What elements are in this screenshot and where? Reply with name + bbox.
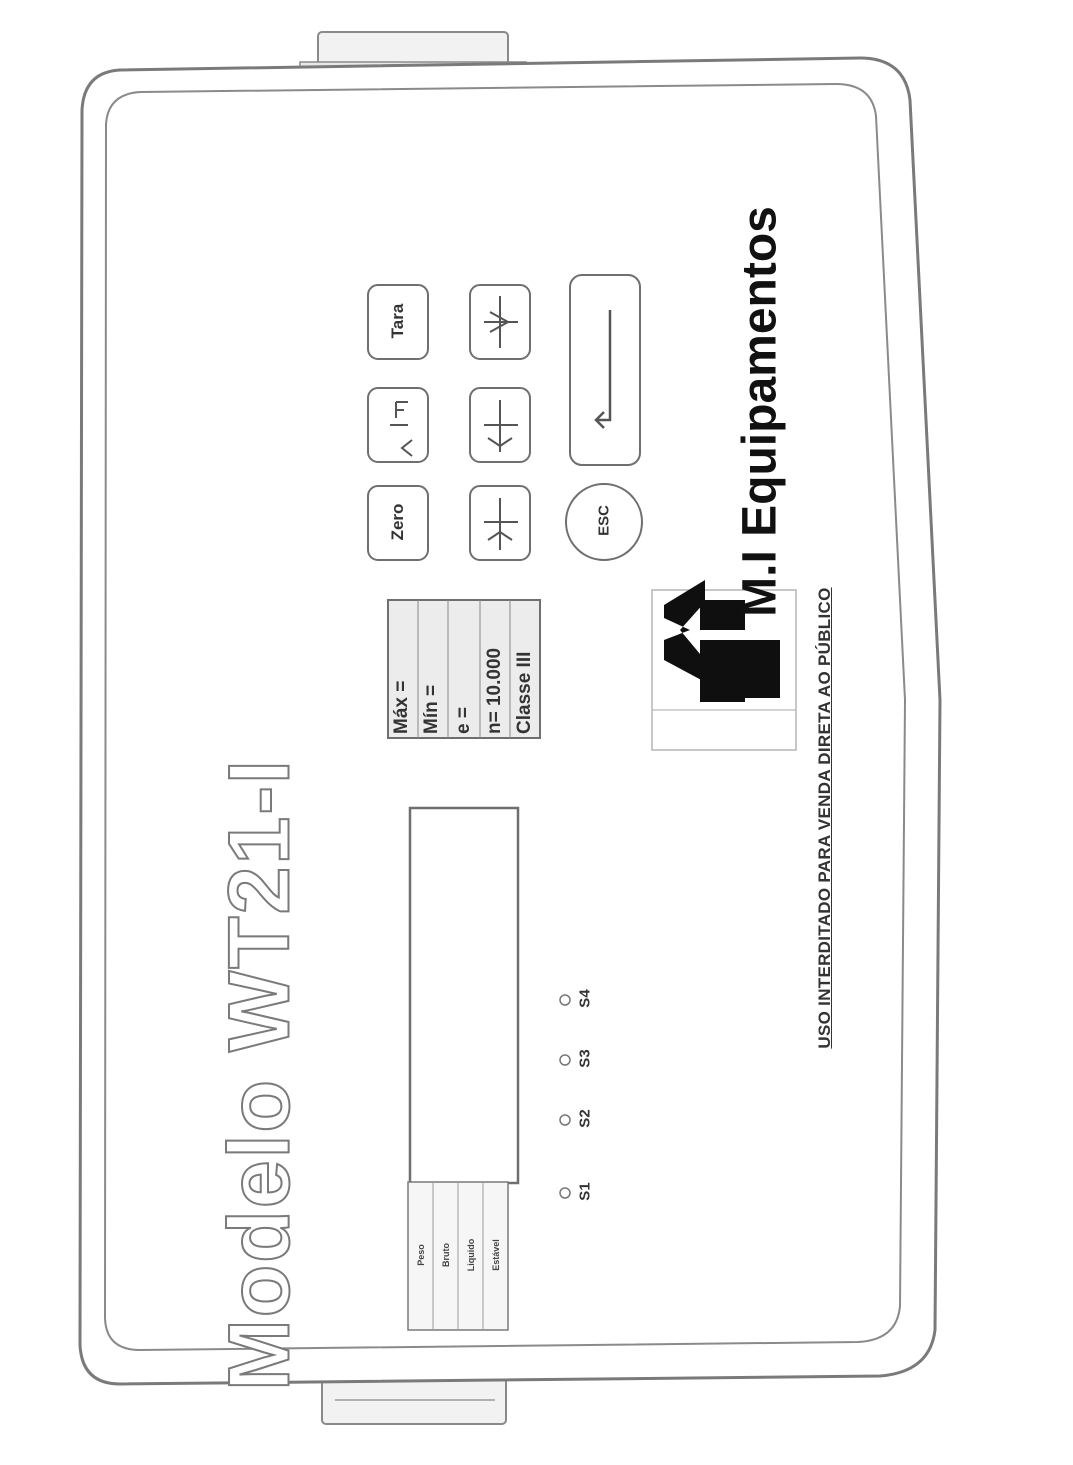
zero-key-label: Zero bbox=[388, 503, 407, 541]
led-s1 bbox=[559, 1187, 571, 1199]
led-label-s3: S3 bbox=[576, 1049, 594, 1068]
led-label-s1: S1 bbox=[576, 1182, 594, 1201]
enter-arrow-icon bbox=[594, 310, 612, 429]
led-s2 bbox=[559, 1114, 571, 1126]
f4-glyph bbox=[484, 296, 518, 348]
led-s4 bbox=[559, 994, 571, 1006]
esc-key[interactable] bbox=[565, 483, 643, 561]
model-label: Modelo WT21-I bbox=[211, 757, 309, 1392]
spec-e: e = bbox=[453, 707, 474, 734]
spec-plate bbox=[387, 599, 541, 739]
usage-restriction-note: USO INTERDITADO PARA VENDA DIRETA AO PÚB… bbox=[815, 587, 834, 1049]
spec-n: n= 10.000 bbox=[484, 647, 505, 734]
enter-key[interactable] bbox=[569, 274, 641, 466]
zero-key[interactable] bbox=[367, 485, 429, 561]
led-label-s4: S4 bbox=[576, 989, 594, 1008]
side-label-peso: Peso bbox=[416, 1244, 426, 1266]
led-label-s2: S2 bbox=[576, 1109, 594, 1128]
tara-key-label: Tara bbox=[388, 303, 407, 339]
side-label-estavel: Estável bbox=[491, 1239, 501, 1271]
side-label-liquido: Liquido bbox=[466, 1238, 476, 1272]
mi-logo bbox=[651, 580, 797, 751]
spec-min: Mín = bbox=[421, 684, 442, 734]
lcd-display bbox=[408, 806, 520, 1185]
spec-classe: Classe III bbox=[514, 651, 535, 734]
f2-glyph bbox=[484, 400, 518, 452]
f1-glyph bbox=[390, 401, 413, 457]
f3-glyph bbox=[484, 498, 518, 550]
tara-key[interactable] bbox=[367, 284, 429, 360]
esc-key-label: ESC bbox=[595, 505, 613, 536]
side-label-bruto: Bruto bbox=[441, 1243, 451, 1267]
bottom-connector bbox=[321, 1377, 507, 1425]
spec-max: Máx = bbox=[391, 680, 412, 734]
led-s3 bbox=[559, 1054, 571, 1066]
brand-name: M.I Equipamentos bbox=[733, 206, 787, 617]
